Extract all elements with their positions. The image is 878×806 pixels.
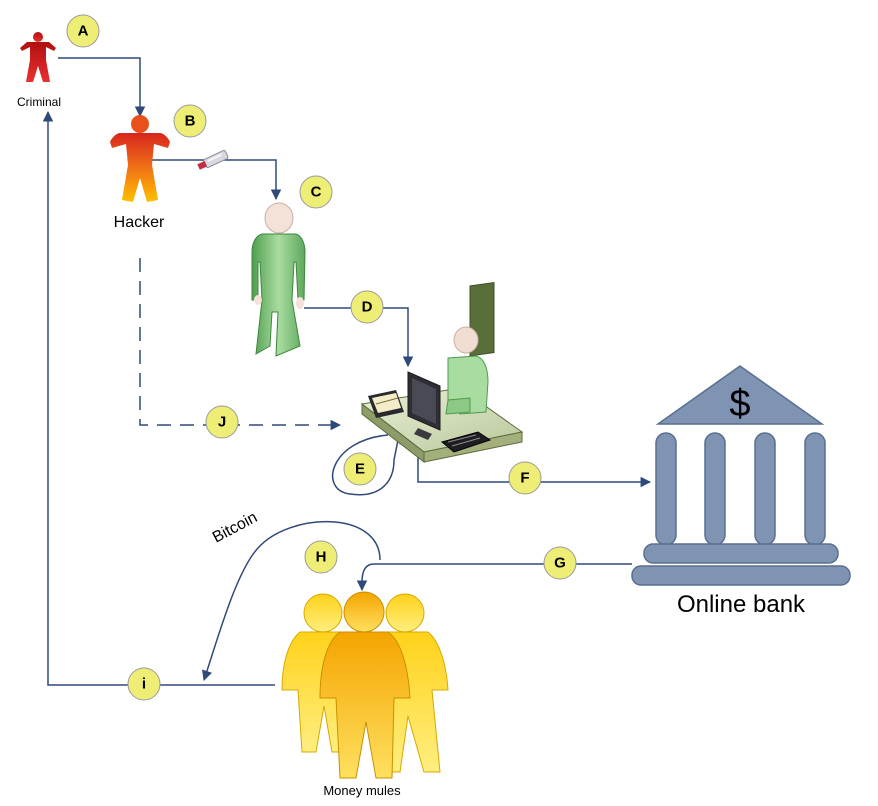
- hacker-label: Hacker: [114, 214, 165, 231]
- svg-text:G: G: [554, 555, 566, 572]
- monitor-icon: [407, 371, 441, 440]
- bank-icon: [631, 365, 851, 586]
- operator-icon: [445, 282, 495, 415]
- money-mules-group: Money mules: [281, 591, 449, 798]
- step-badge-g: G: [543, 546, 577, 580]
- svg-text:F: F: [520, 470, 529, 487]
- document-holder-icon: [368, 390, 404, 418]
- criminal-icon: [20, 32, 56, 82]
- svg-text:E: E: [355, 461, 365, 478]
- svg-text:i: i: [142, 676, 146, 693]
- bitcoin-label: Bitcoin: [210, 509, 260, 547]
- connector-e: [331, 434, 407, 496]
- step-badge-d: D: [350, 290, 384, 324]
- connector-bitcoin: [202, 521, 381, 681]
- step-badge-e: E: [343, 452, 377, 486]
- step-badge-c: C: [299, 175, 333, 209]
- keyboard-icon: [440, 431, 492, 453]
- svg-text:C: C: [311, 184, 322, 201]
- step-badge-h: H: [304, 540, 338, 574]
- svg-text:J: J: [218, 414, 226, 431]
- bank-symbol: $: [729, 383, 750, 425]
- bank-label: Online bank: [677, 591, 806, 618]
- hacker-icon: [110, 115, 170, 202]
- criminal-label: Criminal: [17, 95, 61, 109]
- insider-icon: [251, 202, 306, 357]
- bank-building: $ Online bank: [631, 365, 851, 618]
- insider-figure: [251, 202, 306, 357]
- svg-text:A: A: [78, 23, 89, 40]
- svg-text:H: H: [316, 549, 327, 566]
- mules-icon: [281, 591, 449, 779]
- step-badge-j: J: [205, 405, 239, 439]
- step-badge-f: F: [508, 461, 542, 495]
- criminal-figure: Criminal: [17, 32, 61, 109]
- step-badge-i: i: [127, 667, 161, 701]
- hacker-figure: Hacker: [110, 115, 170, 231]
- connector-g: [356, 563, 632, 592]
- connector-i: [42, 110, 275, 686]
- svg-text:D: D: [362, 299, 373, 316]
- step-badges: A B C D E F G H: [66, 14, 577, 701]
- workstation: [360, 282, 524, 464]
- step-badge-b: B: [173, 104, 207, 138]
- connector-j: [139, 258, 342, 431]
- connector-b: [150, 159, 282, 201]
- connector-a: [58, 57, 146, 118]
- connector-d: [304, 307, 414, 368]
- mules-label: Money mules: [323, 783, 401, 798]
- step-badge-a: A: [66, 14, 100, 48]
- usb-stick-icon: [197, 150, 229, 170]
- svg-text:B: B: [185, 113, 196, 130]
